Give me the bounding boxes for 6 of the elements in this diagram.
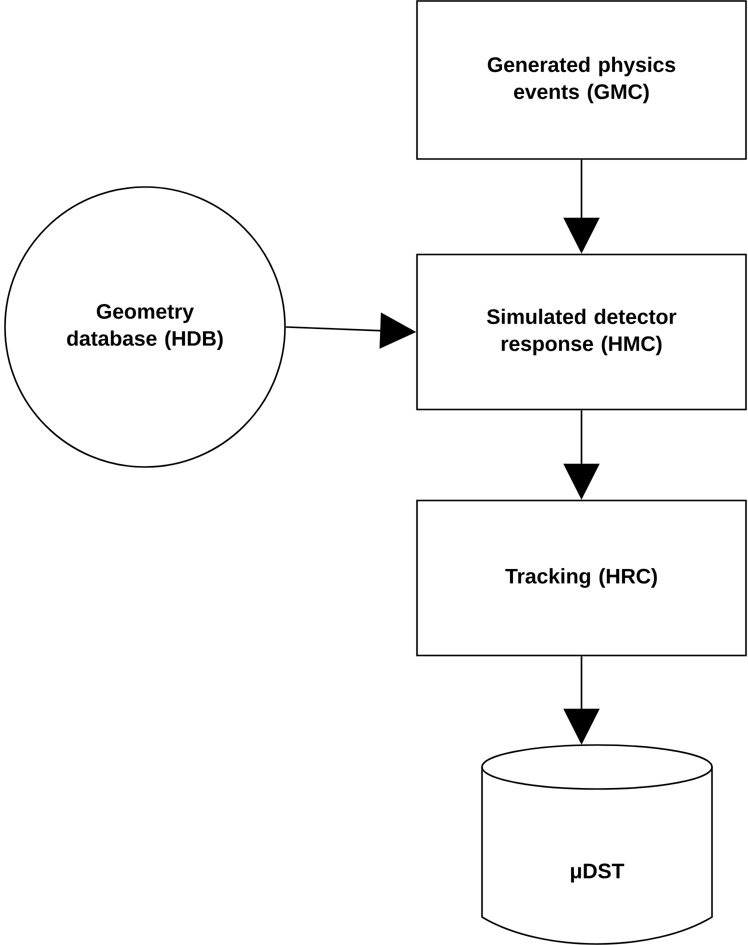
process-box: Tracking (HRC) [416,500,747,656]
process-box: Generated physics events (GMC) [416,0,747,160]
node-label: μDST [571,864,624,882]
database-cylinder: μDST [481,744,713,945]
process-box: Simulated detector response (HMC) [416,254,747,410]
circle-node: Geometry database (HDB) [4,186,286,468]
